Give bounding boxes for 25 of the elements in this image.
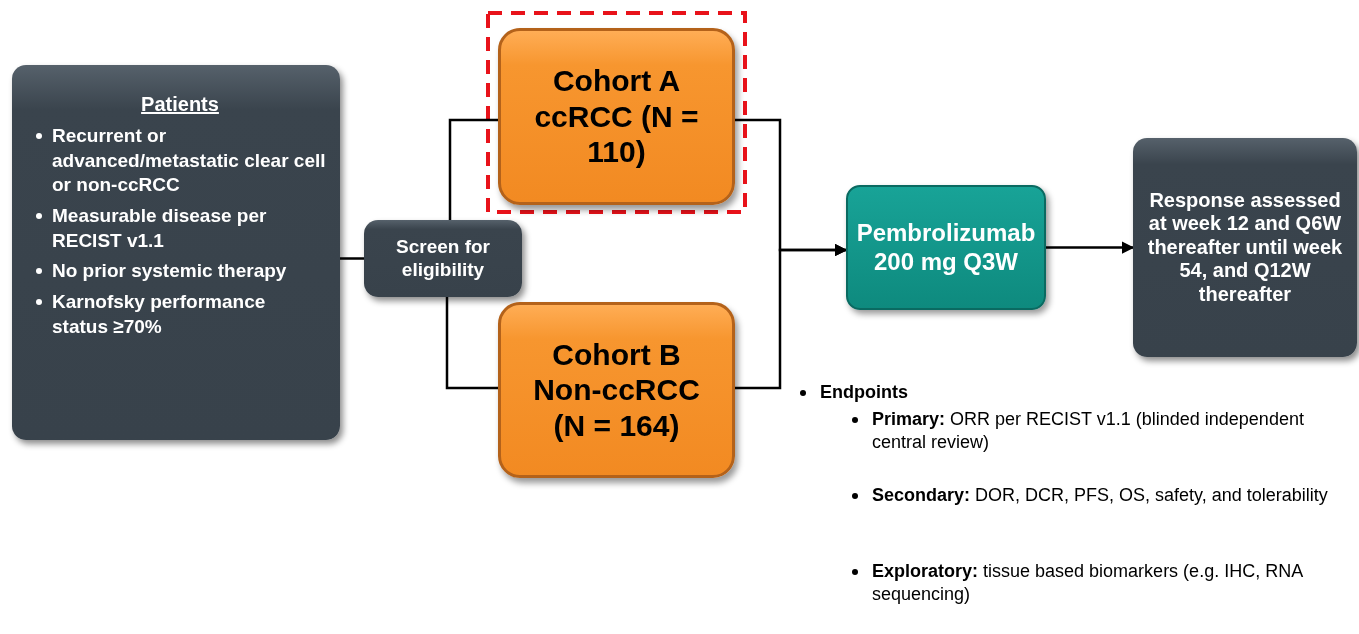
cohort-box <box>498 28 735 205</box>
arrow <box>1046 241 1135 254</box>
patient-criteria-box <box>12 65 340 440</box>
bullet-text: No prior systemic therapy <box>52 260 287 282</box>
box-label: Cohort B Non-ccRCC (N = 164) <box>532 336 701 444</box>
process-box <box>364 220 522 297</box>
outcome-box <box>1133 138 1357 357</box>
section-heading: Endpoints <box>820 381 909 404</box>
endpoint-text: Exploratory: tissue based biomarkers (e.g. IHC, RNA sequencing) <box>872 560 1304 607</box>
endpoint-text: Secondary: DOR, DCR, PFS, OS, safety, and tolerability <box>872 484 1329 507</box>
bullet-text: Karnofsky performance status ≥70% <box>52 291 266 337</box>
box-label: Cohort A ccRCC (N = 110) <box>533 63 700 170</box>
bullet-text: Measurable disease per RECIST v1.1 <box>52 205 267 251</box>
cohort-box <box>498 302 735 478</box>
arrow <box>735 243 848 390</box>
connector-line <box>340 257 364 260</box>
box-label: Screen for eligibility <box>395 236 491 281</box>
box-label: Response assessed at week 12 and Q6W thereafter until week 54, and Q12W thereafter <box>1146 188 1344 307</box>
connector-line <box>448 118 498 220</box>
connector-line <box>445 297 498 390</box>
treatment-box <box>846 185 1046 310</box>
heading: Patients <box>140 93 220 116</box>
bullet-text: Recurrent or advanced/metastatic clear cell or non-ccRCC <box>52 125 326 196</box>
endpoint-text: Primary: ORR per RECIST v1.1 (blinded independent central review) <box>872 408 1305 455</box>
box-label: Pembrolizumab 200 mg Q3W <box>855 219 1037 276</box>
